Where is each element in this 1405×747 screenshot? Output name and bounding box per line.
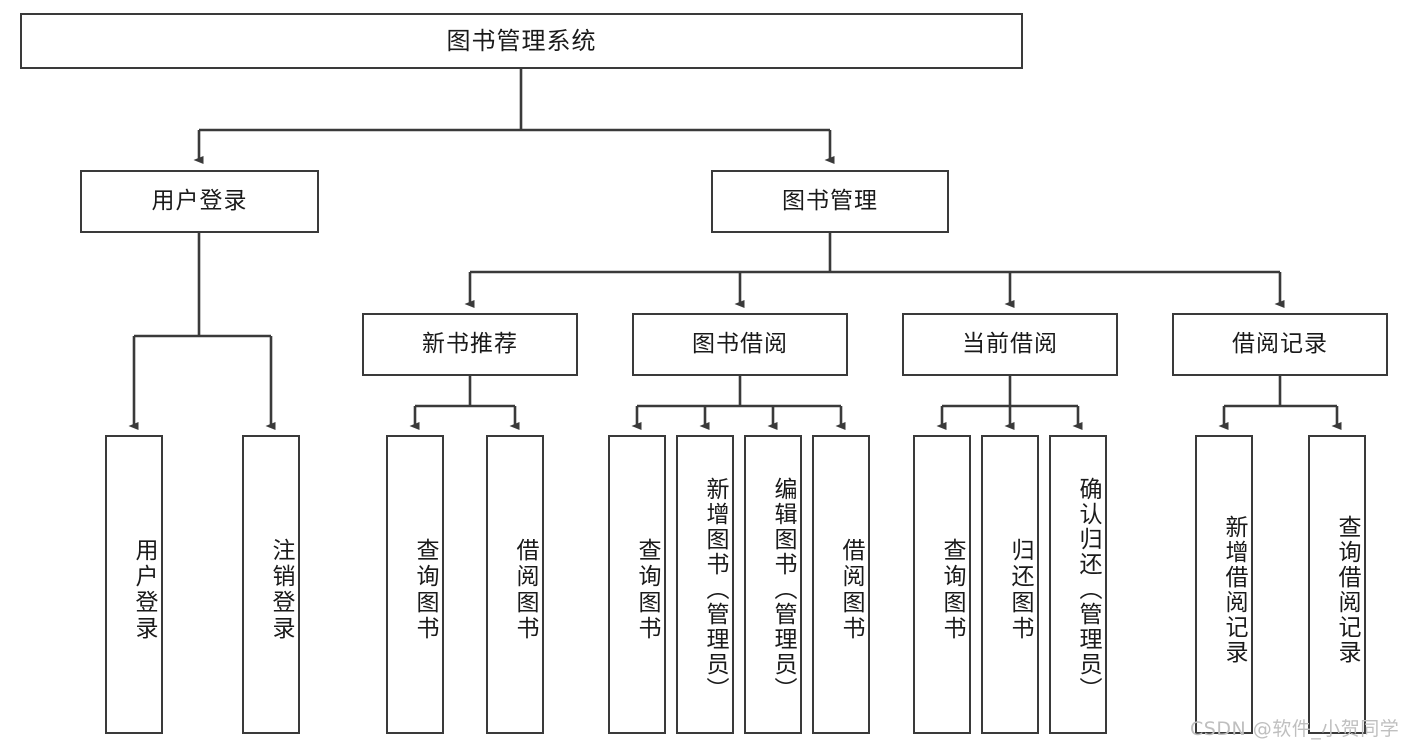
node-borrow-record[interactable]: 借阅记录 bbox=[1172, 313, 1388, 376]
leaf-current-query-book[interactable]: 查询图书 bbox=[913, 435, 971, 734]
leaf-record-add-borrow-record[interactable]: 新增借阅记录 bbox=[1195, 435, 1253, 734]
leaf-logout-login[interactable]: 注销登录 bbox=[242, 435, 300, 734]
leaf-record-query-borrow-record[interactable]: 查询借阅记录 bbox=[1308, 435, 1366, 734]
node-user-login[interactable]: 用户登录 bbox=[80, 170, 319, 233]
node-current-borrow[interactable]: 当前借阅 bbox=[902, 313, 1118, 376]
leaf-current-confirm-return-admin[interactable]: 确认归还（管理员） bbox=[1049, 435, 1107, 734]
leaf-user-login[interactable]: 用户登录 bbox=[105, 435, 163, 734]
node-book-management[interactable]: 图书管理 bbox=[711, 170, 949, 233]
leaf-current-return-book[interactable]: 归还图书 bbox=[981, 435, 1039, 734]
leaf-borrow-add-book-admin[interactable]: 新增图书（管理员） bbox=[676, 435, 734, 734]
leaf-borrow-query-book[interactable]: 查询图书 bbox=[608, 435, 666, 734]
csdn-watermark: CSDN @软件_小贺同学 bbox=[1190, 718, 1400, 740]
leaf-borrow-edit-book-admin[interactable]: 编辑图书（管理员） bbox=[744, 435, 802, 734]
leaf-new-book-query-book[interactable]: 查询图书 bbox=[386, 435, 444, 734]
node-book-borrow[interactable]: 图书借阅 bbox=[632, 313, 848, 376]
node-new-book-recommend[interactable]: 新书推荐 bbox=[362, 313, 578, 376]
leaf-new-book-borrow-book[interactable]: 借阅图书 bbox=[486, 435, 544, 734]
leaf-borrow-borrow-book[interactable]: 借阅图书 bbox=[812, 435, 870, 734]
node-root-system[interactable]: 图书管理系统 bbox=[20, 13, 1023, 69]
